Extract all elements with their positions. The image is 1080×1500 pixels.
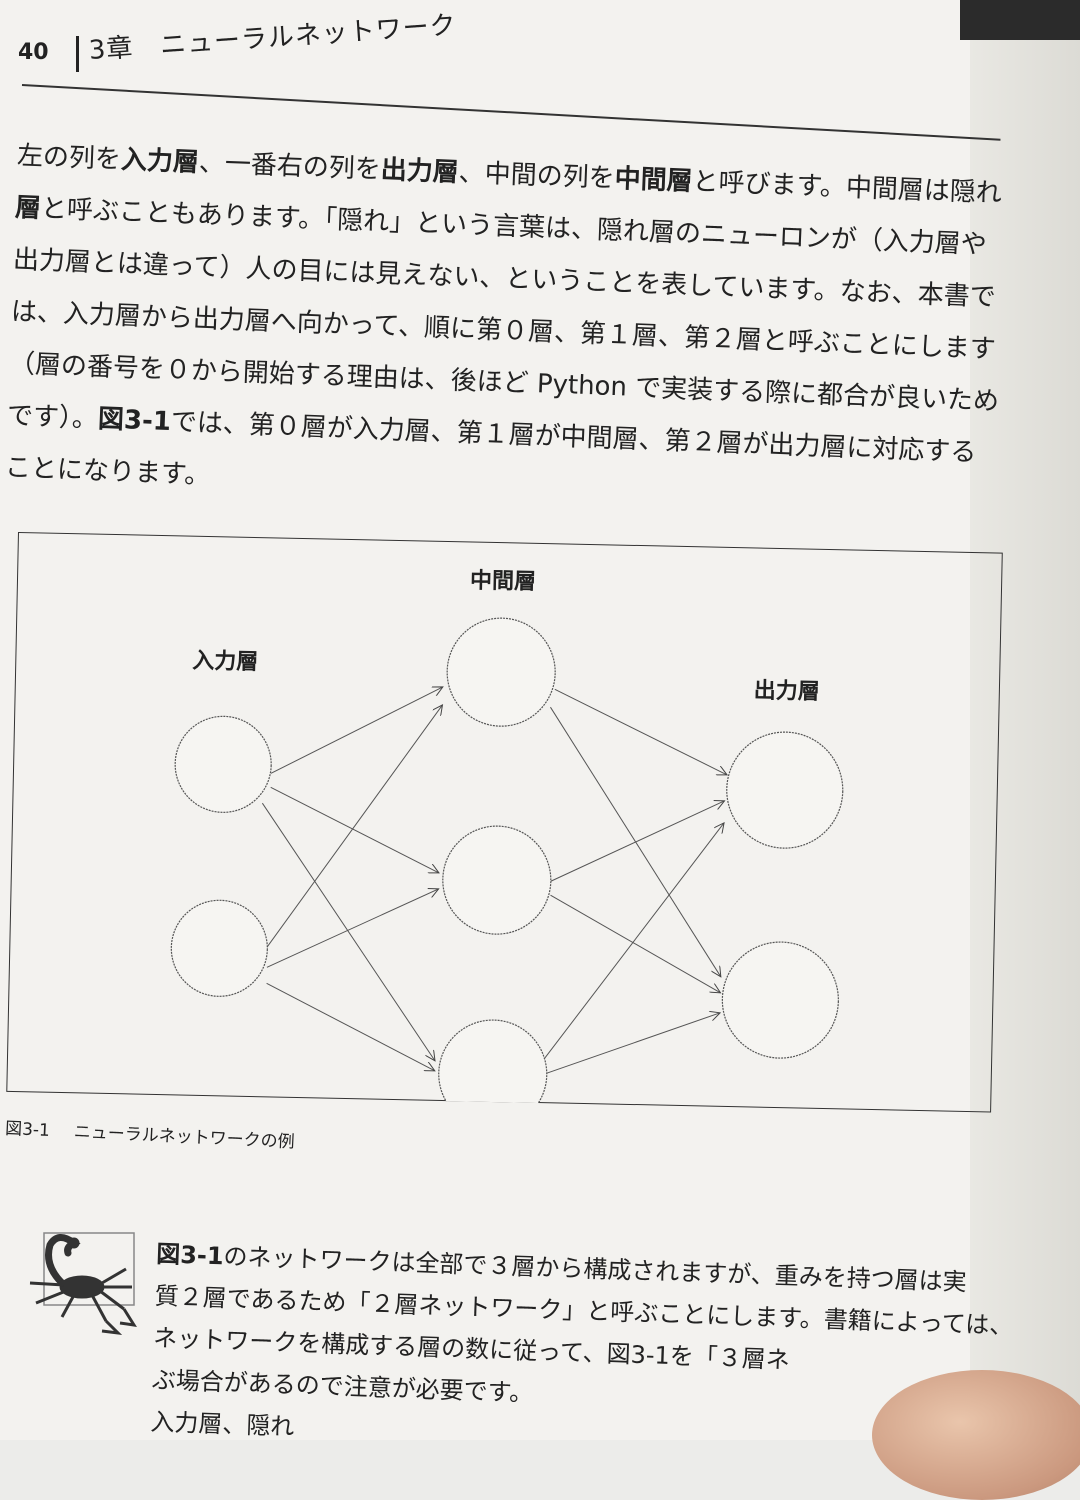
note-box: 図3-1のネットワークは全部で３層から構成されますが、重みを持つ層は実 質２層で… [22, 1225, 1080, 1500]
chapter-title: 3章 ニューラルネットワーク [87, 10, 458, 67]
page-edge [970, 0, 1080, 1440]
figure-3-1: 入力層 中間層 出力層 図3-1 ニューラルネットワークの例 [4, 532, 1028, 1213]
label-output-layer: 出力層 [754, 678, 821, 704]
body-paragraph: 左の列を入力層、一番右の列を出力層、中間の列を中間層と呼びます。中間層は隠れ 層… [4, 130, 1017, 532]
input-neuron-1 [174, 715, 272, 813]
input-neuron-2 [170, 899, 268, 997]
edge-h2-o2 [550, 894, 723, 993]
edge-i2-h1 [260, 701, 442, 956]
thumb-overlay [872, 1370, 1080, 1500]
edge-i2-h3 [266, 982, 437, 1071]
edge-i1-h2 [270, 786, 441, 873]
background-corner [960, 0, 1080, 40]
running-header: 40 3章 ニューラルネットワーク [18, 10, 1001, 141]
figure-title: ニューラルネットワークの例 [73, 1122, 296, 1153]
hidden-neuron-1 [446, 617, 556, 727]
connections [260, 683, 729, 1074]
scorpion-icon [29, 1232, 137, 1336]
edge-i1-h3 [261, 802, 440, 1061]
figure-caption: 図3-1 ニューラルネットワークの例 [5, 1114, 296, 1153]
book-page: 40 3章 ニューラルネットワーク 左の列を入力層、一番右の列を出力層、中間の列… [4, 0, 1080, 1500]
edge-h2-o1 [550, 797, 725, 882]
hidden-neuron-2 [442, 825, 552, 935]
edge-h1-o1 [554, 688, 729, 775]
output-neuron-2 [721, 941, 839, 1059]
edge-i2-h2 [266, 885, 439, 968]
page-number: 40 [18, 40, 49, 65]
header-rule [21, 84, 1001, 141]
header-divider [76, 36, 79, 72]
edge-i1-h1 [270, 683, 443, 774]
label-hidden-layer: 中間層 [470, 568, 537, 594]
output-neuron-1 [726, 731, 844, 849]
label-input-layer: 入力層 [192, 649, 259, 675]
edge-h3-o1 [540, 819, 724, 1064]
figure-number: 図3-1 [4, 1118, 51, 1141]
network-diagram: 入力層 中間層 出力層 [170, 568, 844, 1113]
edge-h3-o2 [546, 1009, 720, 1074]
neurons [170, 617, 844, 1113]
hidden-neuron-3 [438, 1019, 548, 1113]
